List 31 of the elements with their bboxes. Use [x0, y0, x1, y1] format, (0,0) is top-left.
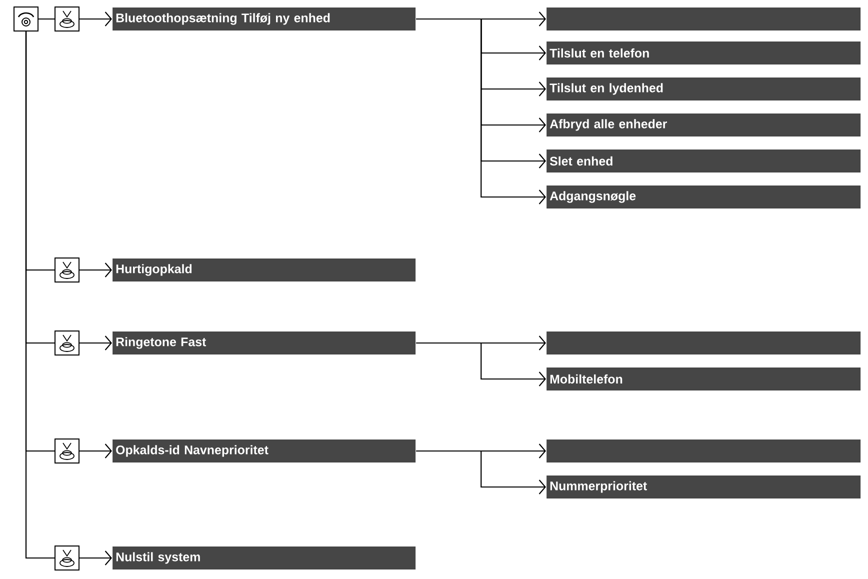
menu-bar: Adgangsnøgle	[546, 186, 861, 208]
connector	[80, 444, 112, 458]
menu-bar	[546, 440, 861, 462]
menu-bar: Hurtigopkald	[112, 258, 416, 282]
menu-bar	[546, 8, 861, 30]
menu-bar: Nulstil system	[112, 546, 416, 570]
menu-bar: Tilslut en telefon	[546, 42, 861, 64]
menu-bar: Ringetone Fast	[112, 332, 416, 354]
knob-icon	[54, 546, 80, 570]
connector	[38, 18, 54, 20]
menu-bar: Slet enhed	[546, 150, 861, 172]
connector	[416, 342, 546, 386]
phone-icon	[14, 6, 38, 32]
menu-bar: Mobiltelefon	[546, 368, 861, 390]
connector	[80, 336, 112, 350]
knob-icon	[54, 438, 80, 464]
menu-bar	[546, 332, 861, 354]
connector	[80, 12, 112, 26]
knob-icon	[54, 330, 80, 356]
connector	[80, 262, 112, 278]
menu-bar: Tilslut en lydenhed	[546, 78, 861, 100]
knob-icon	[54, 6, 80, 32]
connector	[25, 32, 54, 559]
connector	[80, 550, 112, 566]
connector	[416, 18, 546, 204]
menu-bar: Afbryd alle enheder	[546, 114, 861, 136]
menu-bar: Nummerprioritet	[546, 476, 861, 498]
menu-bar: Opkalds-id Navneprioritet	[112, 440, 416, 462]
menu-bar: Bluetoothopsætning Tilføj ny enhed	[112, 8, 416, 30]
connector	[416, 450, 546, 494]
knob-icon	[54, 258, 80, 282]
